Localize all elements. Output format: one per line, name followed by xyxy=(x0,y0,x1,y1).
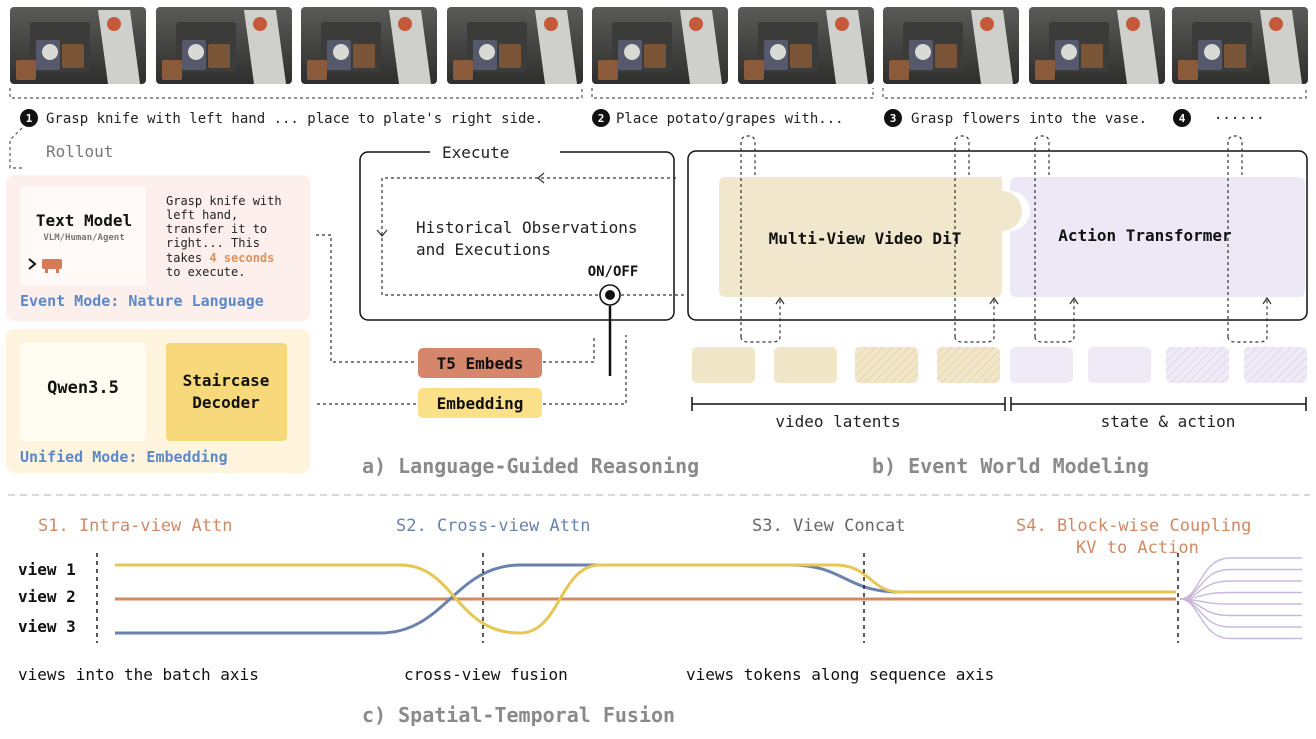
svg-text:takes 4 seconds: takes 4 seconds xyxy=(166,251,274,265)
rollout-label: Rollout xyxy=(46,142,113,161)
rollout-frames xyxy=(10,7,1308,84)
stage-s1: S1. Intra-view Attn xyxy=(38,516,232,536)
latent-token xyxy=(855,347,918,383)
step-2-text: Place potato/grapes with... xyxy=(616,111,844,127)
latent-tokens xyxy=(692,347,1307,383)
svg-text:Grasp knife with: Grasp knife with xyxy=(166,194,282,208)
decoder-label-1: Staircase xyxy=(183,371,270,390)
qwen-box xyxy=(20,343,146,441)
action-fanout xyxy=(1179,557,1302,640)
svg-text:4: 4 xyxy=(1179,112,1186,125)
duration-highlight: 4 seconds xyxy=(209,251,274,265)
view-3-label: view 3 xyxy=(18,617,76,636)
action-transformer-block xyxy=(1010,177,1305,297)
unified-mode-caption: Unified Mode: Embedding xyxy=(20,448,228,466)
frame-thumbnail xyxy=(738,7,874,84)
frame-thumbnail xyxy=(1172,7,1308,84)
switch-label: ON/OFF xyxy=(588,264,639,280)
embedding-box xyxy=(418,388,542,418)
stage-s4-sub: KV to Action xyxy=(1076,538,1199,558)
step-3-text: Grasp flowers into the vase. xyxy=(911,111,1147,127)
event-mode-caption: Event Mode: Nature Language xyxy=(20,292,264,310)
terminal-icon xyxy=(28,258,62,273)
qwen-label: Qwen3.5 xyxy=(47,378,119,398)
world-model-box xyxy=(687,150,1308,321)
view-2-label: view 2 xyxy=(18,587,76,606)
stream-view-1 xyxy=(115,563,1176,635)
svg-text:right... This: right... This xyxy=(166,236,260,250)
stage-s2: S2. Cross-view Attn xyxy=(396,516,590,536)
video-dit-block xyxy=(719,177,1022,297)
stage-dividers xyxy=(96,553,1179,643)
svg-text:3: 3 xyxy=(890,112,897,125)
token-spans xyxy=(691,397,1307,411)
svg-text:transfer it to: transfer it to xyxy=(166,222,267,236)
view-1-label: view 1 xyxy=(18,560,76,579)
frame-thumbnail xyxy=(592,7,728,84)
latent-token xyxy=(692,347,755,383)
stream-view-3-main xyxy=(115,563,1176,635)
history-loop-arrow xyxy=(381,177,676,296)
bottom-label-3: views tokens along sequence axis xyxy=(686,665,994,684)
bottom-label-2: cross-view fusion xyxy=(404,665,568,684)
step-1: 1 Grasp knife with left hand ... place t… xyxy=(20,109,543,127)
t5-embeds-label: T5 Embeds xyxy=(437,354,524,373)
step-3: 3 Grasp flowers into the vase. xyxy=(884,109,1147,127)
latent-token xyxy=(1088,347,1151,383)
rollout-arrow xyxy=(9,127,23,169)
caption-b: b) Event World Modeling xyxy=(872,454,1149,478)
kv-skip-loops xyxy=(740,135,1272,343)
caption-a: a) Language-Guided Reasoning xyxy=(362,454,699,478)
latent-token xyxy=(937,347,1000,383)
staircase-decoder-box xyxy=(166,343,287,441)
stage-s4: S4. Block-wise Coupling xyxy=(1016,516,1251,536)
frame-thumbnail xyxy=(883,7,1019,84)
step-4: 4 ······ xyxy=(1173,109,1265,127)
bottom-label-1: views into the batch axis xyxy=(18,665,259,684)
execute-label: Execute xyxy=(442,143,509,162)
frame-thumbnail xyxy=(447,7,583,84)
latent-token xyxy=(1010,347,1073,383)
frame-thumbnail xyxy=(1029,7,1165,84)
history-label-1: Historical Observations xyxy=(416,218,638,237)
text-model-subtitle: VLM/Human/Agent xyxy=(43,233,124,243)
latent-token xyxy=(1166,347,1229,383)
embedding-label: Embedding xyxy=(437,394,524,413)
decoder-label-2: Decoder xyxy=(192,393,259,412)
caption-c: c) Spatial-Temporal Fusion xyxy=(362,703,675,727)
svg-text:2: 2 xyxy=(598,112,605,125)
frame-thumbnail xyxy=(301,7,437,84)
state-action-label: state & action xyxy=(1101,412,1236,431)
frame-thumbnail xyxy=(10,7,146,84)
svg-text:left hand,: left hand, xyxy=(166,208,238,222)
step-2: 2 Place potato/grapes with... xyxy=(592,109,844,127)
view-streams xyxy=(115,563,1176,635)
video-dit-label: Multi-View Video DiT xyxy=(769,229,962,248)
step-brackets xyxy=(9,88,1307,99)
history-label-2: and Executions xyxy=(416,240,551,259)
latent-token xyxy=(1244,347,1307,383)
step-1-text: Grasp knife with left hand ... place to … xyxy=(46,111,543,127)
svg-text:1: 1 xyxy=(26,112,33,125)
step-4-text: ······ xyxy=(1214,111,1265,127)
event-prompt: Grasp knife with left hand, transfer it … xyxy=(166,194,282,279)
text-model-title: Text Model xyxy=(36,211,132,230)
frame-thumbnail xyxy=(156,7,292,84)
stage-s3: S3. View Concat xyxy=(752,516,906,536)
svg-text:to execute.: to execute. xyxy=(166,265,245,279)
action-transformer-label: Action Transformer xyxy=(1058,226,1231,245)
video-latents-label: video latents xyxy=(775,412,900,431)
t5-embeds-box xyxy=(418,348,542,378)
embed-connectors xyxy=(316,234,627,405)
latent-token xyxy=(774,347,837,383)
